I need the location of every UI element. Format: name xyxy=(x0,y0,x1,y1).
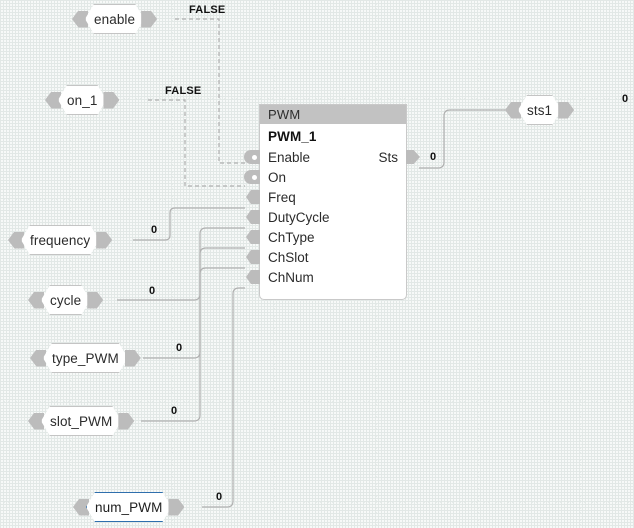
function-block-row-chnum[interactable]: ChNum xyxy=(246,267,406,287)
input-pin-label-chnum: ChNum xyxy=(268,269,314,285)
wire-slotpwm-to-chslot-port xyxy=(141,267,245,422)
function-block-instance-label: PWM_1 xyxy=(268,129,317,144)
grid-line-vertical xyxy=(70,0,71,528)
variable-label: num_PWM xyxy=(95,499,163,515)
variable-body[interactable]: num_PWM xyxy=(86,492,171,522)
input-port-freq[interactable] xyxy=(246,190,260,204)
wire-numpwm-to-chnum-port xyxy=(202,287,245,508)
wire-on1-to-on-port xyxy=(148,99,245,187)
variable-output-stub[interactable] xyxy=(87,291,104,309)
value-label-enable: FALSE xyxy=(189,4,226,16)
variable-node-num-pwm[interactable]: num_PWM xyxy=(73,492,185,522)
function-block-row-chtype[interactable]: ChType xyxy=(246,227,406,247)
value-label-frequency: 0 xyxy=(151,224,158,236)
variable-body[interactable]: on_1 xyxy=(58,85,106,115)
function-block-row-chslot[interactable]: ChSlot xyxy=(246,247,406,267)
variable-input-stub[interactable] xyxy=(73,498,89,516)
function-block-row-enable[interactable]: Enable Sts xyxy=(244,147,420,167)
variable-body[interactable]: frequency xyxy=(21,225,99,255)
variable-body[interactable]: slot_PWM xyxy=(41,406,121,436)
variable-input-stub[interactable] xyxy=(28,412,44,430)
variable-node-type-pwm[interactable]: type_PWM xyxy=(30,343,141,373)
grid-line-vertical xyxy=(478,0,479,528)
variable-input-stub[interactable] xyxy=(8,231,24,249)
output-pin-label-sts: Sts xyxy=(378,149,398,165)
variable-output-stub[interactable] xyxy=(168,498,185,516)
grid-line-vertical xyxy=(580,0,581,528)
variable-input-stub[interactable] xyxy=(505,101,521,119)
variable-label: enable xyxy=(94,11,136,27)
function-block-row-on[interactable]: On xyxy=(244,167,406,187)
wire-typepwm-to-chtype-port xyxy=(143,247,245,359)
variable-input-stub[interactable] xyxy=(72,10,88,28)
value-label-on1: FALSE xyxy=(165,85,202,97)
variable-node-on-1[interactable]: on_1 xyxy=(45,85,120,115)
variable-body[interactable]: cycle xyxy=(41,285,90,315)
value-label-typepwm: 0 xyxy=(176,342,183,354)
variable-node-frequency[interactable]: frequency xyxy=(8,225,113,255)
variable-input-stub[interactable] xyxy=(30,349,46,367)
variable-label: slot_PWM xyxy=(50,413,113,429)
variable-output-stub[interactable] xyxy=(141,10,158,28)
input-pin-label-dutycycle: DutyCycle xyxy=(268,209,330,225)
variable-node-slot-pwm[interactable]: slot_PWM xyxy=(28,406,135,436)
input-port-on[interactable] xyxy=(244,170,260,184)
wire-cycle-to-dutycycle-port xyxy=(117,227,245,301)
variable-node-sts1[interactable]: sts1 xyxy=(505,95,575,125)
value-label-sts1: 0 xyxy=(622,93,629,105)
function-block-row-dutycycle[interactable]: DutyCycle xyxy=(246,207,406,227)
variable-output-stub[interactable] xyxy=(118,412,135,430)
variable-body[interactable]: sts1 xyxy=(518,95,561,125)
input-pin-label-enable: Enable xyxy=(268,149,311,165)
wire-frequency-to-freq-port xyxy=(133,207,245,241)
variable-body[interactable]: enable xyxy=(85,4,144,34)
input-port-chslot[interactable] xyxy=(246,250,260,264)
variable-label: type_PWM xyxy=(52,350,119,366)
function-block-row-freq[interactable]: Freq xyxy=(246,187,406,207)
input-port-enable[interactable] xyxy=(244,150,260,164)
value-label-cycle: 0 xyxy=(149,285,156,297)
function-block-pwm[interactable]: PWM PWM_1 Enable Sts On Freq DutyCycle C… xyxy=(244,104,420,300)
variable-label: cycle xyxy=(50,292,82,308)
input-pin-label-chslot: ChSlot xyxy=(268,249,309,265)
input-pin-label-freq: Freq xyxy=(268,189,296,205)
variable-input-stub[interactable] xyxy=(45,91,61,109)
variable-label: frequency xyxy=(30,232,91,248)
output-port-sts[interactable] xyxy=(406,150,420,164)
variable-node-enable[interactable]: enable xyxy=(72,4,158,34)
variable-body[interactable]: type_PWM xyxy=(43,343,128,373)
input-pin-label-chtype: ChType xyxy=(268,229,315,245)
grid-line-horizontal xyxy=(0,401,634,402)
variable-node-cycle[interactable]: cycle xyxy=(28,285,104,315)
variable-output-stub[interactable] xyxy=(558,101,575,119)
grid-line-vertical xyxy=(172,0,173,528)
variable-output-stub[interactable] xyxy=(96,231,113,249)
variable-output-stub[interactable] xyxy=(103,91,120,109)
function-block-type-label: PWM xyxy=(268,107,301,122)
input-port-chtype[interactable] xyxy=(246,230,260,244)
value-label-sts: 0 xyxy=(430,151,437,163)
input-port-dutycycle[interactable] xyxy=(246,210,260,224)
variable-label: sts1 xyxy=(527,102,553,118)
input-pin-label-on: On xyxy=(268,169,287,185)
variable-input-stub[interactable] xyxy=(28,291,44,309)
variable-label: on_1 xyxy=(67,92,98,108)
value-label-slotpwm: 0 xyxy=(171,405,178,417)
input-port-chnum[interactable] xyxy=(246,270,260,284)
function-block-header[interactable]: PWM xyxy=(260,105,406,125)
value-label-numpwm: 0 xyxy=(216,491,223,503)
variable-output-stub[interactable] xyxy=(124,349,141,367)
